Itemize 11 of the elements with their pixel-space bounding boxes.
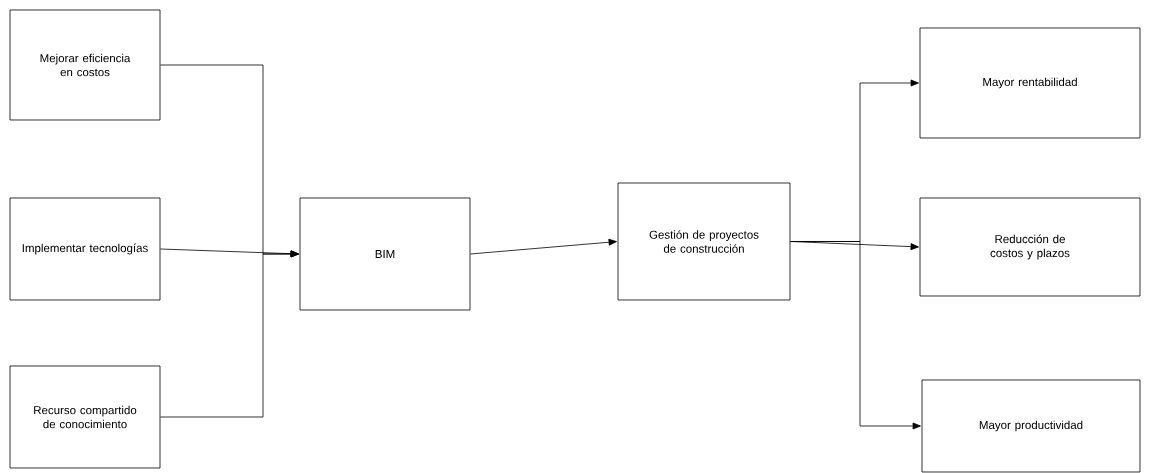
arrow <box>790 241 921 430</box>
process-box: Mayor productividad <box>921 379 1141 473</box>
process-box: Implementar tecnologías <box>9 197 161 301</box>
arrow <box>160 250 299 418</box>
process-box: Recurso compartido de conocimiento <box>9 365 161 469</box>
process-box: Mayor rentabilidad <box>919 27 1141 139</box>
process-box: Reducción de costos y plazos <box>919 197 1141 297</box>
arrow <box>470 238 617 255</box>
process-box: BIM <box>299 197 471 311</box>
process-box: Mejorar eficiencia en costos <box>9 9 161 121</box>
process-box: Gestión de proyectos de construcción <box>617 182 791 301</box>
